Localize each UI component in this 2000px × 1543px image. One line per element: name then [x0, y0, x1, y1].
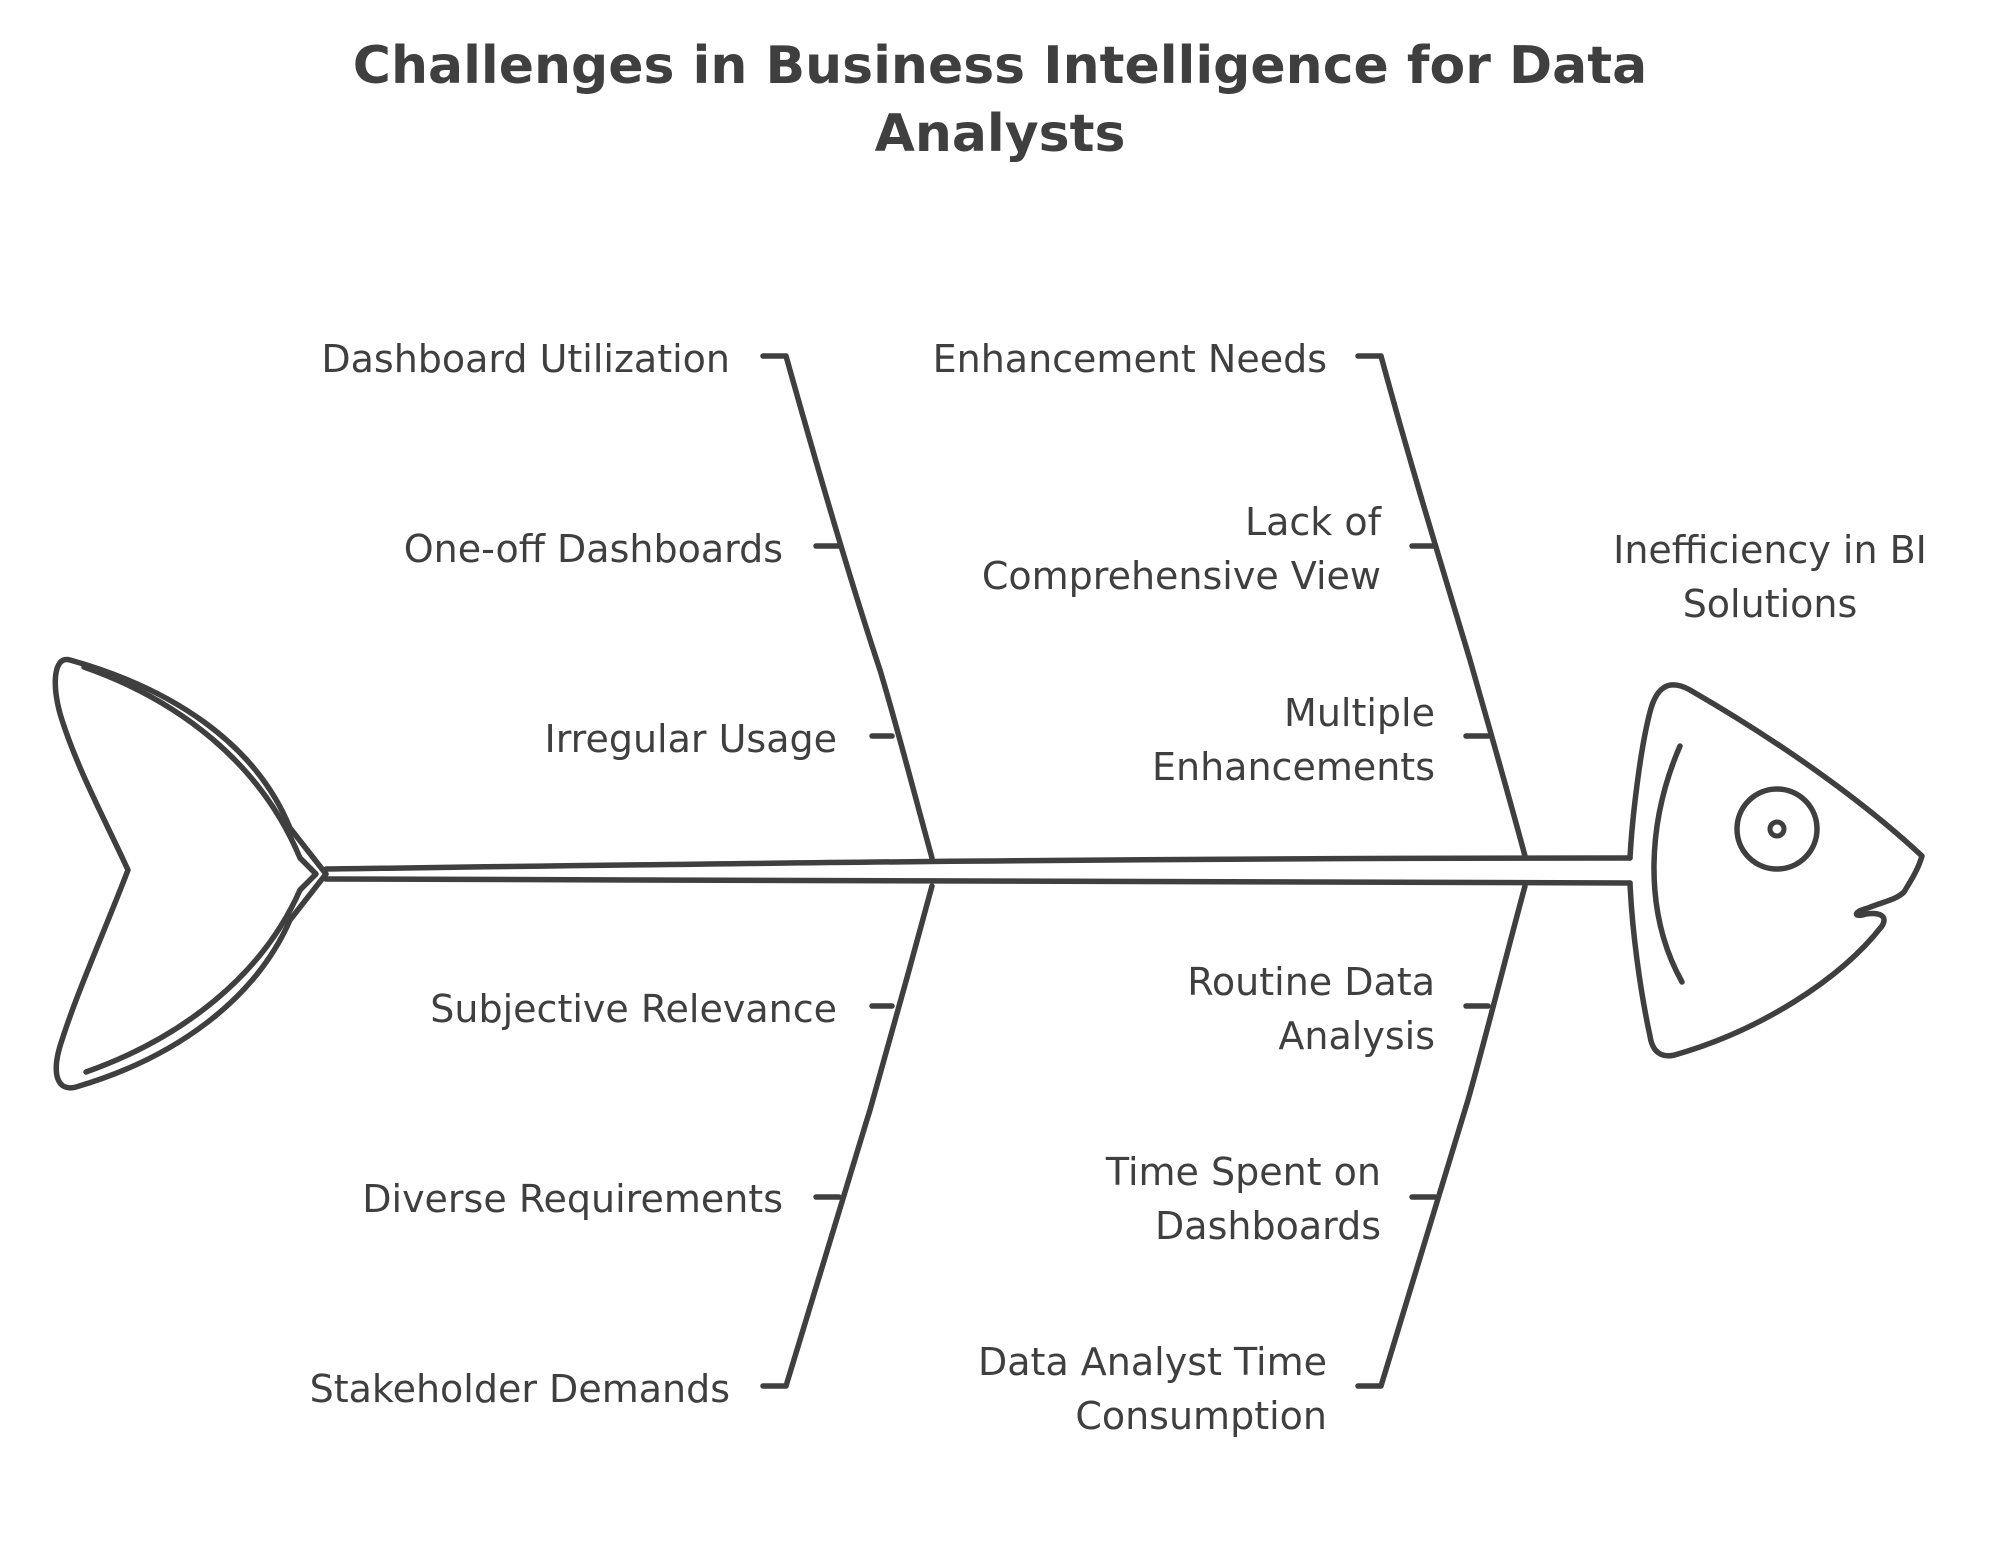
bone-lower-left	[760, 883, 935, 1389]
cause-head-enhancement-needs: Enhancement Needs	[932, 337, 1327, 381]
cause-subjective-relevance: Subjective Relevance	[430, 987, 837, 1031]
gill-arc	[1651, 743, 1685, 985]
routine-data-line-1: Routine Data	[1187, 960, 1435, 1004]
title-line-1: Challenges in Business Intelligence for …	[352, 36, 1648, 96]
tail-outer-outline	[52, 656, 329, 1091]
cause-routine-data-analysis: Routine Data Analysis	[1187, 955, 1435, 1063]
cause-head-dashboard-utilization: Dashboard Utilization	[321, 337, 730, 381]
bone-upper-right	[1355, 353, 1528, 859]
spine-top-line	[323, 855, 1633, 872]
cause-head-stakeholder-demands: Stakeholder Demands	[309, 1367, 730, 1411]
effect-line-1: Inefficiency in BI	[1613, 528, 1927, 572]
time-spent-line-2: Dashboards	[1155, 1204, 1381, 1248]
multiple-enhancements-line-2: Enhancements	[1152, 745, 1435, 789]
spine-bottom-line	[323, 876, 1633, 887]
time-spent-line-1: Time Spent on	[1105, 1150, 1381, 1194]
fish-spine	[323, 855, 1633, 887]
cause-one-off-dashboards: One-off Dashboards	[403, 527, 783, 571]
lack-of-view-line-2: Comprehensive View	[981, 554, 1381, 598]
fish-head-icon	[1627, 682, 1925, 1059]
multiple-enhancements-line-1: Multiple	[1284, 691, 1435, 735]
fish-tail-icon	[52, 656, 329, 1091]
lack-of-view-line-1: Lack of	[1244, 500, 1381, 544]
fish-bones	[760, 353, 1528, 1389]
title-line-2: Analysts	[874, 104, 1126, 164]
cause-multiple-enhancements: Multiple Enhancements	[1152, 686, 1435, 794]
head-outline	[1627, 682, 1925, 1059]
fish-eye-icon	[1734, 786, 1820, 872]
analyst-time-line-1: Data Analyst Time	[978, 1340, 1327, 1384]
cause-lack-of-comprehensive-view: Lack of Comprehensive View	[982, 495, 1381, 603]
tail-inner-stroke	[81, 664, 319, 1075]
fish-pupil	[1767, 819, 1787, 839]
effect-label: Inefficiency in BI Solutions	[1560, 523, 1980, 631]
bone-upper-left	[760, 353, 935, 861]
cause-irregular-usage: Irregular Usage	[544, 717, 837, 761]
analyst-time-line-2: Consumption	[1075, 1394, 1327, 1438]
diagram-title: Challenges in Business Intelligence for …	[0, 32, 2000, 168]
effect-line-2: Solutions	[1682, 582, 1858, 626]
bone-lower-right	[1355, 883, 1528, 1389]
cause-time-spent-on-dashboards: Time Spent on Dashboards	[1106, 1145, 1381, 1253]
cause-head-data-analyst-time-consumption: Data Analyst Time Consumption	[978, 1335, 1327, 1443]
routine-data-line-2: Analysis	[1278, 1014, 1435, 1058]
cause-diverse-requirements: Diverse Requirements	[362, 1177, 783, 1221]
